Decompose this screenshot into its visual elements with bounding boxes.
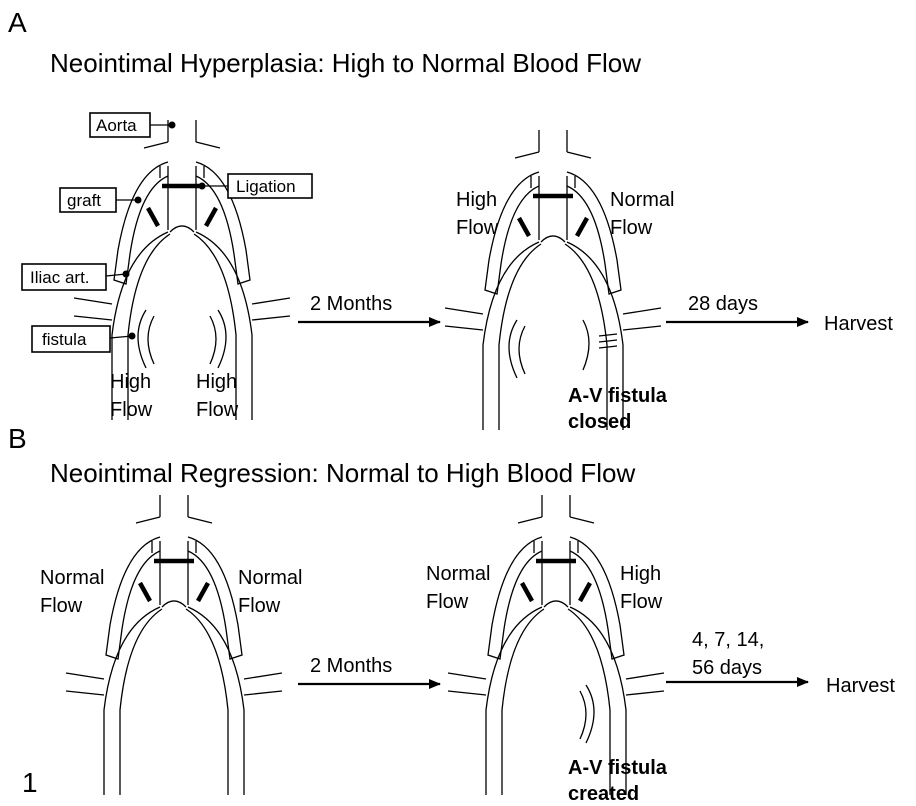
aorta-label: Aorta bbox=[96, 116, 137, 135]
panel-a-title: Neointimal Hyperplasia: High to Normal B… bbox=[50, 48, 641, 78]
panel-a-start-left-flow-2: Flow bbox=[110, 399, 153, 421]
panel-b-mid-right-flow-2: Flow bbox=[620, 591, 663, 613]
panel-a-mid-right-flow-1: Normal bbox=[610, 189, 674, 211]
panel-b-mid-vessel bbox=[448, 495, 664, 795]
iliac-dot bbox=[123, 271, 130, 278]
panel-b-start-left-flow-2: Flow bbox=[40, 595, 83, 617]
ligation-label: Ligation bbox=[236, 177, 296, 196]
graft-label: graft bbox=[67, 191, 101, 210]
iliac-label: Iliac art. bbox=[30, 268, 90, 287]
panel-b-arrow2-label-2: 56 days bbox=[692, 657, 762, 679]
panel-a-arrow2-label: 28 days bbox=[688, 293, 758, 315]
panel-a-mid-left-flow-2: Flow bbox=[456, 217, 499, 239]
panel-a-mid-right-flow-2: Flow bbox=[610, 217, 653, 239]
panel-b-start-left-flow-1: Normal bbox=[40, 567, 104, 589]
panel-b-mid-left-flow-2: Flow bbox=[426, 591, 469, 613]
aorta-dot bbox=[169, 122, 176, 129]
figure-number: 1 bbox=[22, 767, 38, 798]
panel-a-start-left-flow-1: High bbox=[110, 371, 151, 393]
panel-b-letter: B bbox=[8, 423, 27, 454]
panel-b-mid-left-flow-1: Normal bbox=[426, 563, 490, 585]
fistula-dot bbox=[129, 333, 136, 340]
panel-b-title: Neointimal Regression: Normal to High Bl… bbox=[50, 458, 635, 488]
panel-b-start-right-flow-1: Normal bbox=[238, 567, 302, 589]
panel-b-end: Harvest bbox=[826, 675, 895, 697]
panel-b-mid-caption-1: A-V fistula bbox=[568, 757, 668, 779]
ligation-dot bbox=[199, 183, 206, 190]
panel-b-arrow1-label: 2 Months bbox=[310, 655, 392, 677]
panel-b-start-vessel bbox=[66, 495, 282, 795]
panel-b-mid-caption-2: created bbox=[568, 783, 639, 805]
panel-a-letter: A bbox=[8, 7, 27, 38]
graft-dot bbox=[135, 197, 142, 204]
fistula-label: fistula bbox=[42, 330, 87, 349]
panel-b-start-right-flow-2: Flow bbox=[238, 595, 281, 617]
panel-a-start-right-flow-2: Flow bbox=[196, 399, 239, 421]
panel-b-arrow2-label-1: 4, 7, 14, bbox=[692, 629, 764, 651]
panel-a-arrow1-label: 2 Months bbox=[310, 293, 392, 315]
panel-a-mid-left-flow-1: High bbox=[456, 189, 497, 211]
panel-b-mid-right-flow-1: High bbox=[620, 563, 661, 585]
panel-a-start-right-flow-1: High bbox=[196, 371, 237, 393]
panel-a-end: Harvest bbox=[824, 313, 893, 335]
panel-a-mid-caption-1: A-V fistula bbox=[568, 385, 668, 407]
panel-a-mid-caption-2: closed bbox=[568, 411, 631, 433]
